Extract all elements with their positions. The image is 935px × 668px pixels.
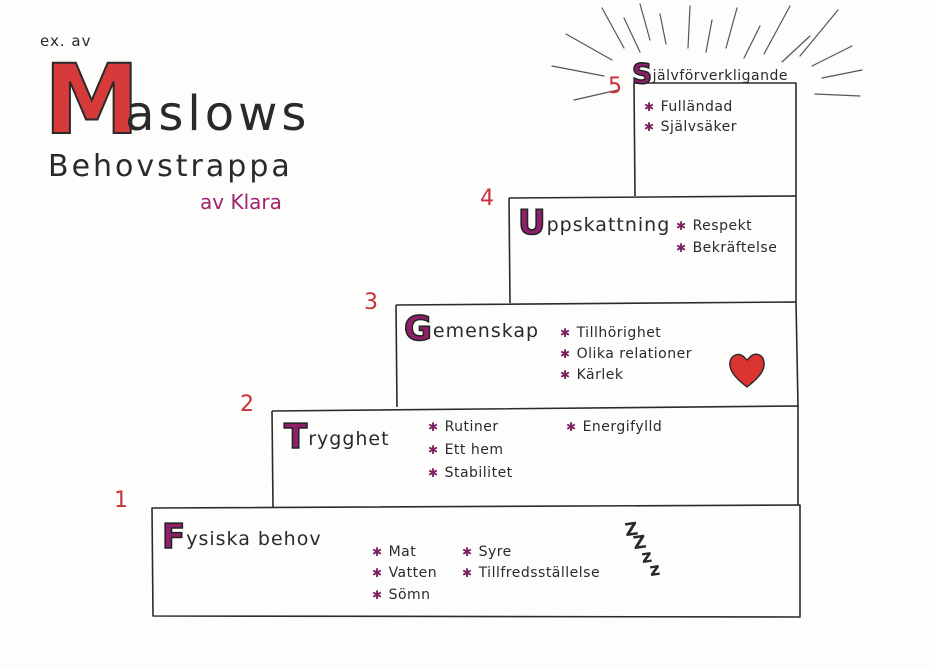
step-1-title: Fysiska behov — [161, 517, 322, 557]
star-bullet-icon: ✱ — [428, 443, 439, 457]
title-prefix: ex. av — [40, 32, 92, 50]
list-item: ✱Självsäker — [644, 119, 737, 135]
step-5-initial: S — [631, 57, 653, 90]
star-bullet-icon: ✱ — [676, 241, 687, 255]
step-5-title-rest: jälvförverkligande — [652, 68, 788, 84]
star-bullet-icon: ✱ — [372, 545, 383, 559]
step-5-box — [633, 82, 797, 197]
list-item: ✱Bekräftelse — [676, 240, 778, 256]
list-item: ✱Mat — [372, 544, 417, 560]
list-item: ✱Fulländad — [644, 99, 733, 115]
title-initial-letter: M — [43, 44, 141, 156]
author: av Klara — [200, 190, 282, 214]
list-item: ✱Rutiner — [428, 419, 499, 435]
step-3-number: 3 — [364, 290, 378, 315]
step-3-title: Gemenskap — [403, 309, 540, 349]
step-2-title: Trygghet — [283, 417, 390, 457]
star-bullet-icon: ✱ — [560, 326, 571, 340]
list-item: ✱Respekt — [676, 218, 753, 234]
step-1-initial: F — [161, 517, 187, 557]
step-5-number: 5 — [608, 74, 622, 99]
step-5-title: Självförverkligande — [631, 57, 788, 90]
list-item: ✱Tillhörighet — [560, 325, 662, 341]
star-bullet-icon: ✱ — [462, 545, 473, 559]
list-item: ✱Olika relationer — [560, 346, 692, 362]
star-bullet-icon: ✱ — [644, 100, 655, 114]
star-bullet-icon: ✱ — [566, 420, 577, 434]
step-2-number: 2 — [240, 392, 254, 417]
list-item: ✱Energifylld — [566, 419, 663, 435]
step-4-number: 4 — [480, 186, 494, 211]
step-2-title-rest: rygghet — [308, 428, 390, 450]
sunburst-icon — [551, 3, 863, 101]
list-item: ✱Vatten — [372, 565, 438, 581]
star-bullet-icon: ✱ — [372, 588, 383, 602]
list-item: ✱Ett hem — [428, 442, 504, 458]
step-1-number: 1 — [114, 488, 128, 513]
step-4-title-rest: ppskattning — [546, 214, 671, 236]
list-item: ✱Syre — [462, 544, 512, 560]
star-bullet-icon: ✱ — [676, 219, 687, 233]
title-rest: aslows — [125, 86, 311, 142]
step-2-initial: T — [283, 417, 309, 457]
star-bullet-icon: ✱ — [644, 120, 655, 134]
star-bullet-icon: ✱ — [462, 566, 473, 580]
star-bullet-icon: ✱ — [428, 420, 439, 434]
subtitle: Behovstrappa — [48, 149, 293, 184]
step-4-initial: U — [517, 203, 547, 243]
step-3-initial: G — [403, 309, 433, 349]
star-bullet-icon: ✱ — [372, 566, 383, 580]
star-bullet-icon: ✱ — [560, 347, 571, 361]
step-4-title: Uppskattning — [517, 203, 671, 243]
step-1-box — [151, 504, 801, 618]
list-item: ✱Tillfredsställelse — [462, 565, 601, 581]
step-1-title-rest: ysiska behov — [186, 528, 322, 550]
star-bullet-icon: ✱ — [428, 466, 439, 480]
step-3-title-rest: emenskap — [432, 320, 540, 342]
list-item: ✱Sömn — [372, 587, 431, 603]
list-item: ✱Kärlek — [560, 367, 624, 383]
star-bullet-icon: ✱ — [560, 368, 571, 382]
title-initial: M — [43, 44, 141, 156]
list-item: ✱Stabilitet — [428, 465, 513, 481]
heart-icon — [729, 353, 765, 388]
